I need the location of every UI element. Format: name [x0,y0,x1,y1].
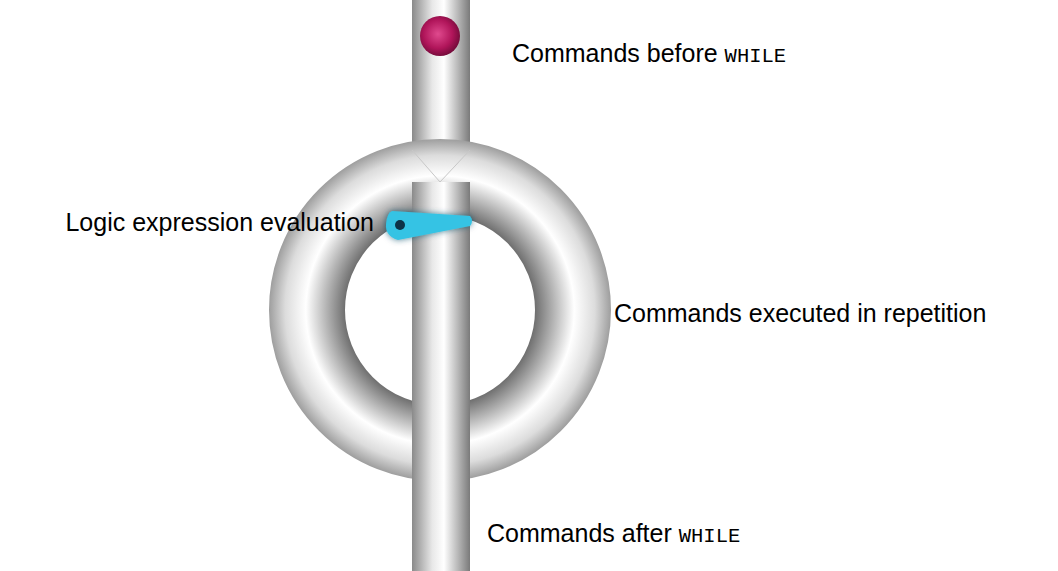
junction-seam [412,150,470,182]
outlet-pipe [412,182,470,571]
callout-label: Commands after WHILE [487,519,740,549]
callout-label: Logic expression evaluation [65,208,374,237]
callout-label: Commands before WHILE [512,39,786,69]
decision-lever [386,211,472,240]
flow-ball [420,16,460,56]
callout-label: Commands executed in repetition [614,299,986,328]
inlet-pipe [412,0,470,160]
